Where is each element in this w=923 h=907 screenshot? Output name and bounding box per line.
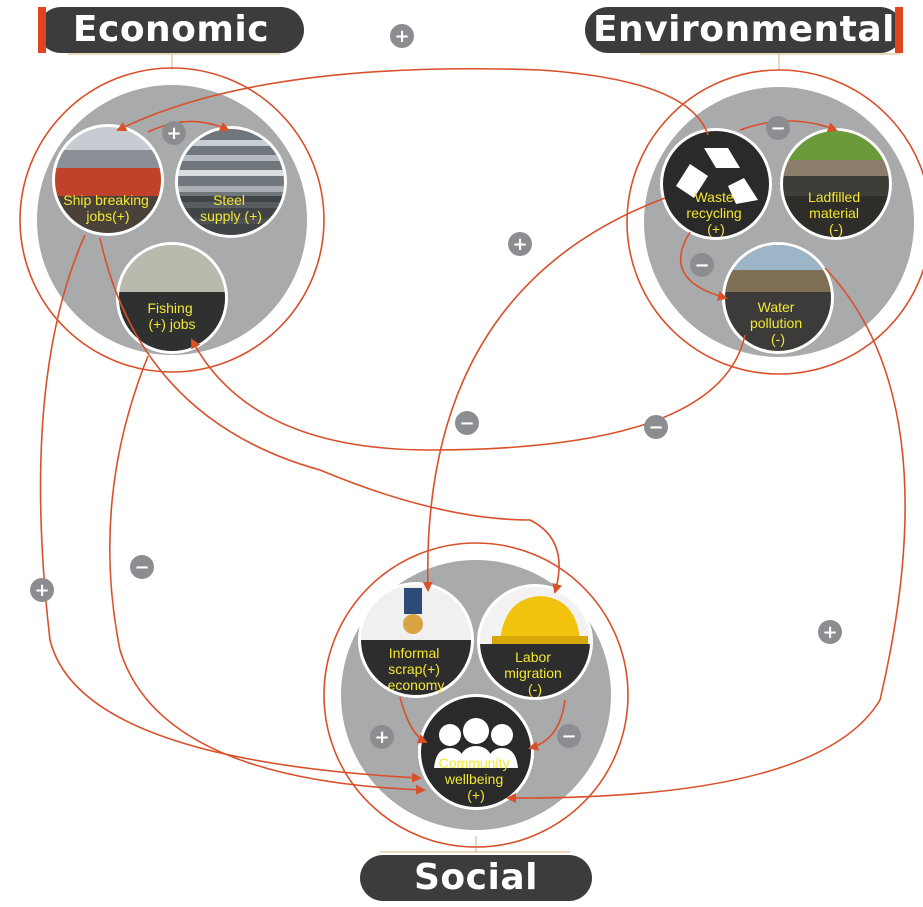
node-water-pollution [722, 242, 834, 354]
economic-accent-bar [38, 7, 46, 53]
svg-text:+: + [166, 123, 181, 144]
node-steel-supply [175, 126, 287, 238]
svg-text:−: − [561, 726, 576, 747]
plus-sign-social-left: + [370, 725, 394, 749]
plus-sign-far-left: + [30, 578, 54, 602]
label-ship-breaking: Ship breaking jobs(+) [63, 192, 153, 224]
label-informal-scrap: Informal scrap(+) economy [388, 645, 445, 693]
economic-ring [19, 67, 325, 373]
arrow-water-community [506, 267, 906, 804]
environmental-ring [626, 69, 923, 375]
social-title: Social [414, 857, 538, 898]
svg-text:+: + [822, 622, 837, 643]
svg-text:−: − [770, 118, 785, 139]
minus-sign-env-inner: − [766, 116, 790, 140]
arrow-waste-water [679, 231, 728, 301]
label-ladfilled: Ladfilled material (-) [808, 189, 864, 237]
arrow-waste-ship [116, 67, 709, 136]
social-ring [323, 542, 629, 848]
arrow-labor-community [528, 699, 566, 751]
node-community-wellbeing [418, 694, 534, 810]
plus-sign-center: + [508, 232, 532, 256]
label-community-wellbeing: Community wellbeing (+) [439, 755, 514, 803]
arrow-layer [39, 67, 906, 804]
svg-text:−: − [694, 255, 709, 276]
arrow-waste-landfill [739, 120, 838, 132]
node-informal-scrap [358, 582, 474, 698]
node-waste-recycling [660, 128, 772, 240]
arrow-ship-community [39, 234, 422, 783]
svg-text:−: − [459, 413, 474, 434]
label-labor-migration: Labor migration (-) [504, 649, 565, 697]
social-header: Social [360, 855, 592, 901]
node-fishing [116, 242, 228, 354]
environmental-header: Environmental [585, 7, 903, 53]
environmental-accent-bar [895, 7, 903, 53]
label-steel-supply: Steel supply (+) [200, 192, 262, 224]
svg-text:+: + [512, 234, 527, 255]
economic-title: Economic [72, 9, 270, 50]
label-fishing: Fishing (+) jobs [147, 300, 196, 332]
minus-sign-social-right: − [557, 724, 581, 748]
arrow-water-fish [191, 334, 746, 451]
svg-text:−: − [134, 557, 149, 578]
arrow-scrap-community [399, 696, 428, 744]
svg-text:+: + [394, 26, 409, 47]
plus-sign-top: + [390, 24, 414, 48]
svg-text:+: + [34, 580, 49, 601]
minus-sign-right: − [644, 415, 668, 439]
arrow-fish-community [108, 355, 426, 795]
minus-sign-left: − [130, 555, 154, 579]
economic-header: Economic [38, 7, 304, 53]
arrow-ship-labor [99, 237, 563, 594]
arrow-ship-steel [147, 120, 230, 133]
svg-text:+: + [374, 727, 389, 748]
plus-sign-econ-inner: + [162, 121, 186, 145]
node-ship-breaking [52, 124, 164, 236]
label-water-pollution: Water pollution (-) [750, 299, 806, 347]
plus-sign-far-right: + [818, 620, 842, 644]
environmental-title: Environmental [592, 9, 896, 50]
minus-sign-water: − [690, 253, 714, 277]
minus-sign-mid: − [455, 411, 479, 435]
label-waste-recycling: Waste recycling (+) [686, 189, 745, 237]
svg-text:−: − [648, 417, 663, 438]
arrow-waste-scrap [422, 197, 666, 592]
